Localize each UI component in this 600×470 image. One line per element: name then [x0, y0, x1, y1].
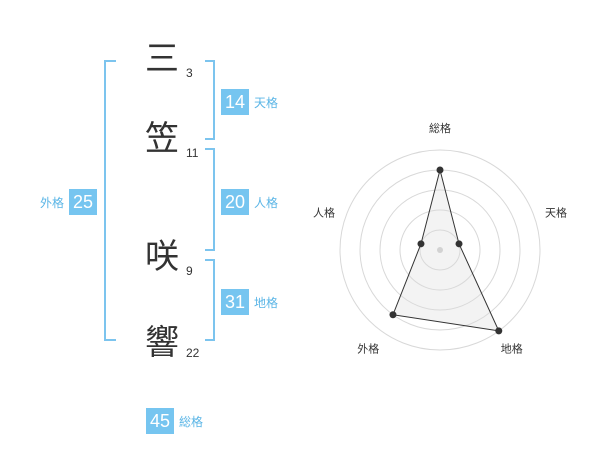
radar-center-dot [437, 247, 443, 253]
radar-ring [419, 229, 461, 271]
radar-axis-label-0: 総格 [429, 121, 451, 135]
jinkaku-label: 人格 [254, 195, 279, 210]
radar-ring [399, 209, 481, 291]
radar-series-polygon [392, 169, 500, 332]
name-char-3: 咲 [145, 237, 179, 277]
name-char-4: 響 [145, 323, 179, 363]
stroke-count-1: 3 [186, 66, 193, 80]
chikaku-badge: 31 地格 [221, 289, 278, 315]
stroke-count-4: 22 [186, 346, 200, 360]
radar-axis-label-2: 地格 [501, 342, 523, 356]
radar-ring [379, 189, 501, 311]
chikaku-value: 31 [221, 289, 249, 315]
jinkaku-value: 20 [221, 189, 249, 215]
jinkaku-badge: 20 人格 [221, 189, 278, 215]
stroke-count-2: 11 [186, 146, 199, 160]
soukaku-label: 総格 [179, 414, 204, 429]
radar-ring [339, 149, 541, 351]
name-char-2: 笠 [145, 119, 179, 159]
soukaku-badge: 45 総格 [146, 408, 203, 434]
radar-point-4 [417, 240, 425, 248]
stroke-count-3: 9 [186, 264, 193, 278]
gaikaku-badge: 25 外格 [40, 189, 98, 215]
tenkaku-value: 14 [221, 89, 249, 115]
name-char-1: 三 [145, 39, 179, 79]
radar-axis-label-1: 天格 [545, 205, 567, 219]
radar-point-2 [495, 327, 503, 335]
radar-axis-label-3: 外格 [357, 342, 379, 356]
radar-point-1 [455, 240, 463, 248]
soukaku-value: 45 [146, 408, 174, 434]
tenkaku-label: 天格 [254, 95, 279, 110]
gaikaku-label: 外格 [40, 195, 65, 210]
radar-point-0 [436, 166, 444, 174]
radar-point-3 [389, 311, 397, 319]
radar-axis-label-4: 人格 [313, 205, 335, 219]
gaikaku-value: 25 [69, 189, 98, 215]
chikaku-label: 地格 [254, 295, 279, 310]
radar-points [389, 166, 503, 335]
tenkaku-badge: 14 天格 [221, 89, 278, 115]
